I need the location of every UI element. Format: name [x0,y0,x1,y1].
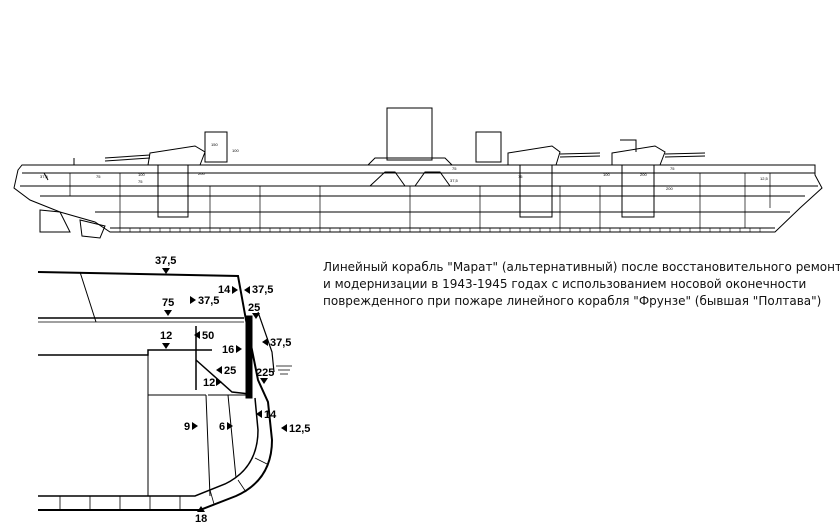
label-bottom: 18 [195,513,207,525]
svg-text:100: 100 [603,172,610,177]
label-upper-deck-side: 37,5 [252,284,273,296]
hull-outline [13,164,823,233]
caption-line-2: и модернизации в 1943-1945 годах с испол… [323,277,807,291]
funnel [386,107,433,161]
keel-ribs [119,228,761,232]
cross-section [37,271,292,511]
main-armor-belt [245,315,253,399]
svg-text:37,5: 37,5 [450,178,459,183]
caption-line-1: Линейный корабль "Марат" (альтернативный… [323,260,840,274]
funnel-base [367,157,453,187]
bow-fin [39,209,71,233]
bow-fin-2 [79,219,106,239]
label-deck2-side: 37,5 [198,295,219,307]
ship-profile [13,107,823,239]
section-bulge [257,311,275,373]
svg-text:75: 75 [138,179,143,184]
svg-text:75: 75 [452,166,457,171]
label-lower-12: 12,5 [289,423,310,435]
label-belt-16: 16 [222,344,234,356]
svg-text:150: 150 [211,142,218,147]
svg-text:37,5: 37,5 [40,174,49,179]
section-dividers [79,271,237,497]
mast-stub [43,139,637,181]
svg-text:75: 75 [518,174,523,179]
label-belt-top-14: 14 [218,284,231,296]
caption-line-3: поврежденного при пожаре линейного кораб… [323,294,822,308]
caption: Линейный корабль "Марат" (альтернативный… [323,259,840,310]
label-deck3: 12 [160,330,172,342]
turret-2 [475,131,601,218]
svg-text:75: 75 [670,166,675,171]
section-hull-outer [37,271,274,511]
label-bulkhead-9: 9 [184,421,190,433]
label-bulkhead-6: 6 [219,421,225,433]
section-labels: 37,5 14 37,5 75 37,5 25 12 50 16 37,5 25… [155,255,310,525]
svg-text:12,5: 12,5 [760,176,769,181]
svg-text:200: 200 [666,186,673,191]
svg-text:100: 100 [138,172,145,177]
label-slope-25: 25 [224,365,236,377]
section-hull-inner [38,397,259,497]
section-deck-2 [38,349,212,356]
svg-text:200: 200 [198,171,205,176]
label-bulkhead-50: 50 [202,330,214,342]
label-belt-side-37: 37,5 [270,337,291,349]
bulkheads [69,173,771,228]
label-slope-12: 12 [203,377,215,389]
svg-text:200: 200 [640,172,647,177]
turret-3 [611,145,706,218]
section-bottom-ribs [59,457,268,510]
section-slope [195,359,251,395]
label-deck2: 75 [162,297,174,309]
svg-text:75: 75 [96,174,101,179]
profile-annotations: 100 75 75 37,5 150 100 200 75 37,5 75 10… [40,142,769,191]
label-upper-deck-top: 37,5 [155,255,176,267]
turret-1 [104,131,228,218]
waterline-mark [276,365,292,375]
label-belt-upper: 25 [248,302,260,314]
label-lower-14: 14 [264,409,277,421]
label-belt-main: 225 [256,367,274,379]
svg-text:100: 100 [232,148,239,153]
